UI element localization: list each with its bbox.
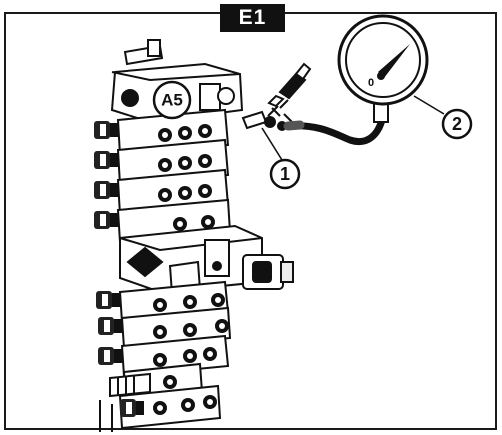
callout-2-text: 2 — [452, 114, 462, 134]
callout-1-text: 1 — [280, 164, 290, 184]
callout-2: 2 — [441, 108, 473, 140]
test-coupling — [267, 62, 312, 117]
gauge-zero-label: 0 — [368, 77, 374, 89]
section-label-text: A5 — [161, 91, 183, 110]
callout-1: 1 — [269, 158, 301, 190]
section-label-a5: A5 — [152, 80, 192, 120]
callout-leaders — [261, 95, 445, 161]
gauge-needle — [377, 44, 410, 80]
test-point-fitting — [241, 107, 293, 131]
valve-stack — [99, 39, 294, 432]
hose — [283, 116, 386, 145]
figure-title: E1 — [220, 4, 285, 32]
pressure-gauge: 0 — [337, 14, 429, 123]
